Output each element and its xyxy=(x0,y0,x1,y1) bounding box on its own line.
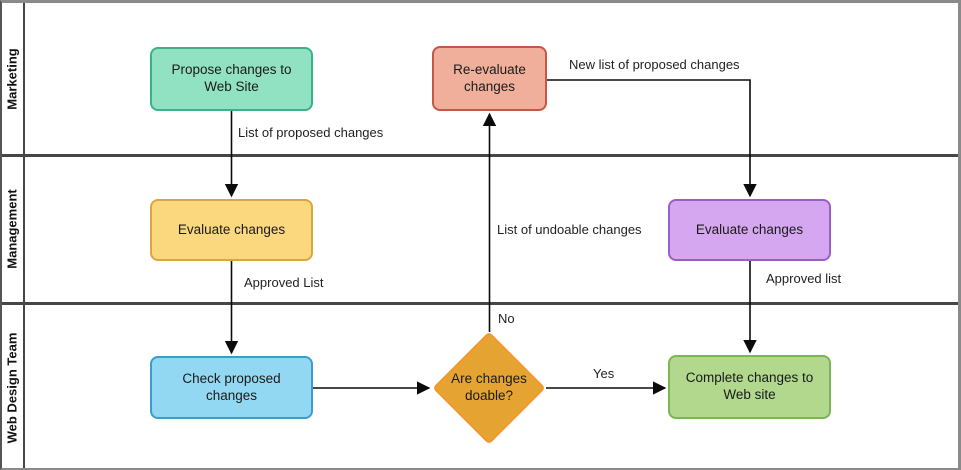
edge-label-yes: Yes xyxy=(593,366,615,381)
edge-label-approved-list-right: Approved list xyxy=(766,271,842,286)
node-complete-changes: Complete changes to Web site xyxy=(668,355,831,419)
node-check-proposed-changes: Check proposed changes xyxy=(150,356,313,419)
node-evaluate-changes-management: Evaluate changes xyxy=(150,199,313,261)
edge-label-new-list-of-proposed-changes: New list of proposed changes xyxy=(569,57,740,72)
node-evaluate-changes-right: Evaluate changes xyxy=(668,199,831,261)
edge-label-approved-list: Approved List xyxy=(244,275,324,290)
edge-label-list-of-undoable-changes: List of undoable changes xyxy=(497,222,642,237)
lane-web-design-team-label: Web Design Team xyxy=(4,332,20,444)
lane-management-label: Management xyxy=(4,189,20,269)
edge-label-no: No xyxy=(498,311,515,326)
edge-reevaluate-to-evaluate2 xyxy=(547,79,757,198)
lane-marketing-label: Marketing xyxy=(4,48,20,110)
lane-divider xyxy=(2,154,958,157)
lane-divider xyxy=(2,302,958,305)
node-reevaluate-changes: Re-evaluate changes xyxy=(432,46,547,111)
lane-label-separator xyxy=(23,3,25,468)
node-propose-changes: Propose changes to Web Site xyxy=(150,47,313,111)
edge-label-list-of-proposed-changes: List of proposed changes xyxy=(238,125,384,140)
decision-diamond-label: Are changes doable? xyxy=(451,371,527,403)
